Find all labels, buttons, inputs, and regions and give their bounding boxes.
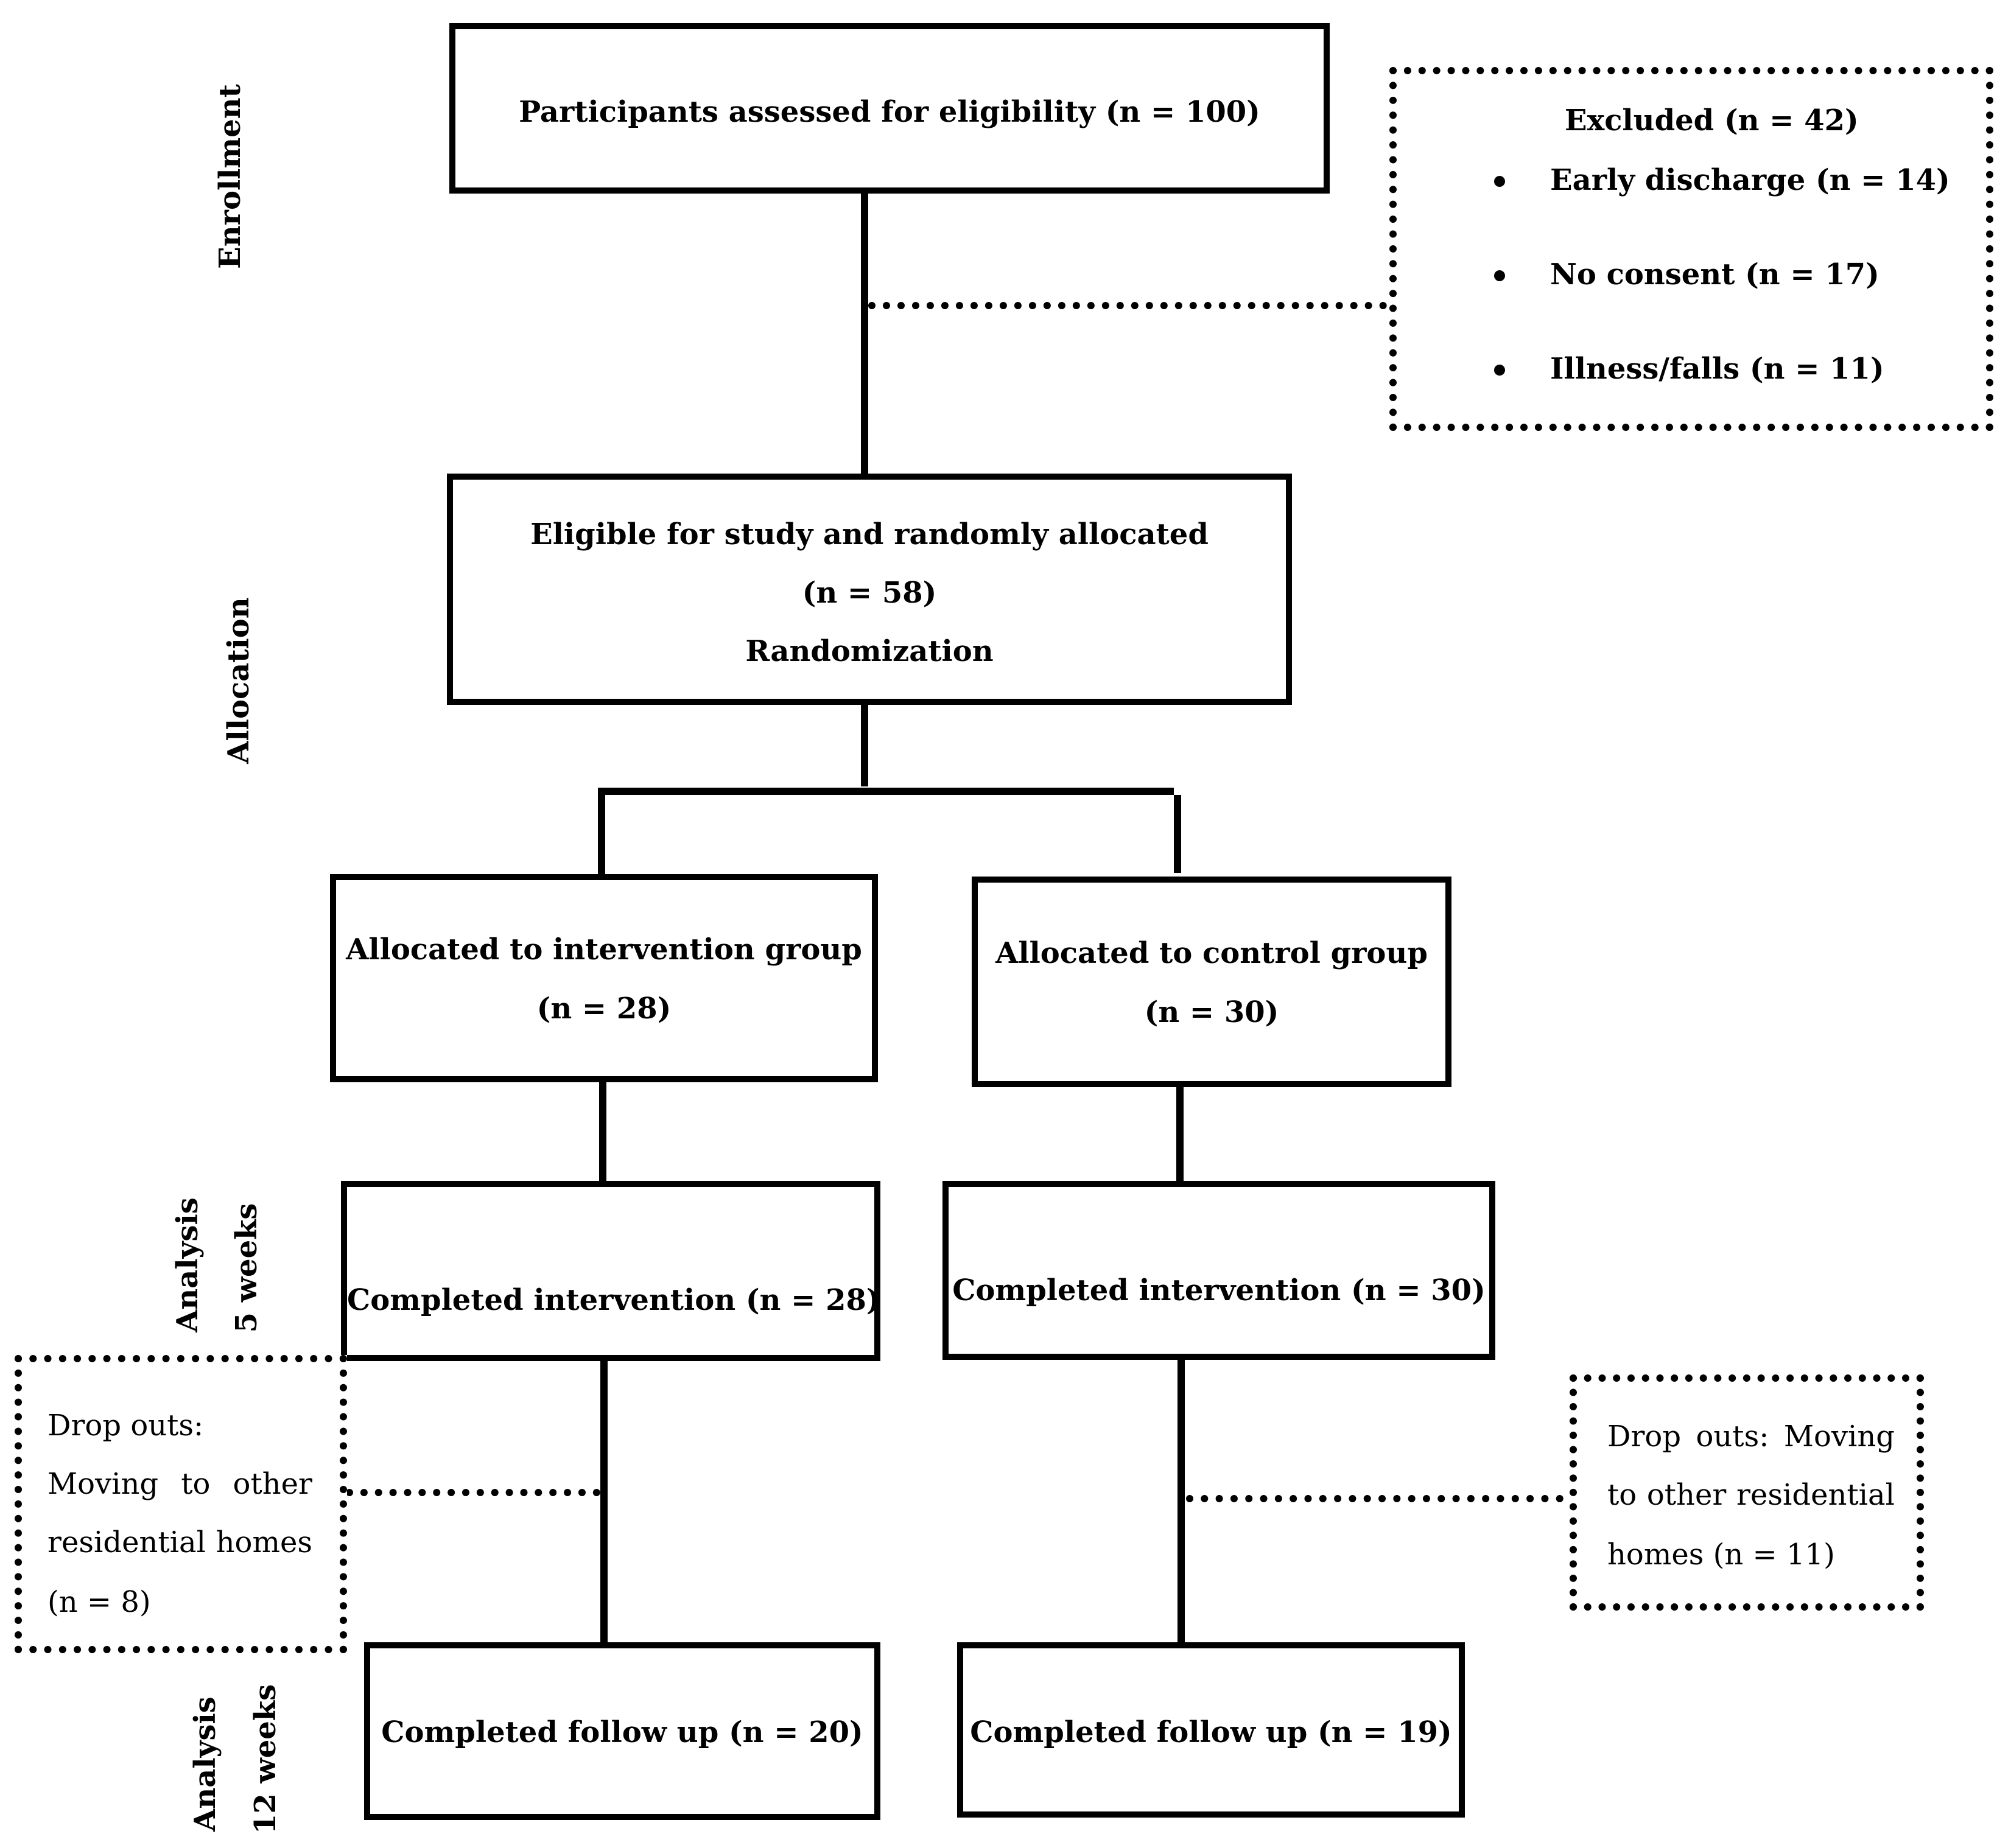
- connector-completed-right-to-followup: [1177, 1356, 1185, 1645]
- dotted-connector-dropouts-right: [1186, 1495, 1564, 1502]
- connector-eligible-to-split: [861, 701, 868, 786]
- control-group-line1: Allocated to control group: [995, 936, 1428, 970]
- stage-label-analysis-12-line1: Analysis: [188, 1696, 222, 1832]
- followup-right-text: Completed follow up (n = 19): [970, 1715, 1452, 1749]
- completed-intervention-left-box: Completed intervention (n = 28): [341, 1181, 880, 1361]
- connector-split-to-intervention: [598, 795, 605, 880]
- stage-label-enrollment: Enrollment: [213, 84, 247, 269]
- excluded-item: No consent (n = 17): [1550, 257, 1879, 292]
- dropouts-right-box: Drop outs: Moving to other residential h…: [1570, 1374, 1924, 1611]
- excluded-box: Excluded (n = 42) Early discharge (n = 1…: [1389, 67, 1993, 431]
- completed-intervention-right-box: Completed intervention (n = 30): [942, 1181, 1495, 1360]
- stage-label-analysis-5-line2: 5 weeks: [230, 1203, 264, 1333]
- completed-intervention-left-text: Completed intervention (n = 28): [347, 1283, 880, 1317]
- completed-intervention-right-text: Completed intervention (n = 30): [952, 1273, 1486, 1307]
- dropouts-left-box: Drop outs: Moving to other residential h…: [15, 1355, 347, 1653]
- eligible-box: Eligible for study and randomly allocate…: [447, 474, 1292, 705]
- bullet-icon: [1494, 176, 1505, 187]
- dropouts-left-line1: Drop outs:: [47, 1409, 204, 1443]
- followup-left-box: Completed follow up (n = 20): [364, 1642, 880, 1820]
- assessed-box: Participants assessed for eligibility (n…: [449, 23, 1330, 194]
- stage-label-allocation: Allocation: [222, 597, 256, 764]
- intervention-group-box: Allocated to intervention group (n = 28): [330, 874, 878, 1082]
- control-group-line2: (n = 30): [1144, 995, 1279, 1029]
- intervention-group-line1: Allocated to intervention group: [346, 933, 862, 967]
- excluded-item: Early discharge (n = 14): [1550, 163, 1950, 197]
- connector-control-to-completed: [1176, 1083, 1184, 1186]
- excluded-item: Illness/falls (n = 11): [1550, 352, 1884, 386]
- dropouts-left-line4: (n = 8): [47, 1585, 151, 1619]
- connector-split-to-control: [1174, 795, 1181, 873]
- excluded-title: Excluded (n = 42): [1565, 103, 1859, 138]
- eligible-text-line2: (n = 58): [802, 576, 937, 610]
- dropouts-right-line2: to other residential: [1607, 1478, 1895, 1512]
- intervention-group-line2: (n = 28): [536, 992, 672, 1026]
- bullet-icon: [1494, 270, 1505, 281]
- stage-label-analysis-5-line1: Analysis: [170, 1197, 205, 1332]
- dropouts-right-line3: homes (n = 11): [1607, 1538, 1835, 1572]
- dropouts-right-line1: Drop outs: Moving: [1607, 1419, 1895, 1454]
- connector-completed-left-to-followup: [600, 1356, 608, 1645]
- dotted-connector-dropouts-left: [346, 1489, 600, 1496]
- assessed-text: Participants assessed for eligibility (n…: [519, 95, 1260, 129]
- connector-assessed-to-eligible: [861, 190, 868, 476]
- connector-intervention-to-completed: [599, 1080, 606, 1186]
- connector-randomization-split: [598, 788, 1174, 795]
- control-group-box: Allocated to control group (n = 30): [972, 877, 1451, 1087]
- stage-label-analysis-12-line2: 12 weeks: [248, 1684, 283, 1835]
- followup-right-box: Completed follow up (n = 19): [957, 1642, 1465, 1818]
- dropouts-left-line3: residential homes: [47, 1525, 312, 1559]
- dotted-connector-excluded: [868, 302, 1387, 309]
- eligible-text-line3: Randomization: [745, 634, 994, 668]
- dropouts-left-line2: Moving to other: [47, 1467, 312, 1501]
- bullet-icon: [1494, 365, 1505, 376]
- eligible-text-line1: Eligible for study and randomly allocate…: [530, 517, 1209, 551]
- followup-left-text: Completed follow up (n = 20): [381, 1715, 863, 1749]
